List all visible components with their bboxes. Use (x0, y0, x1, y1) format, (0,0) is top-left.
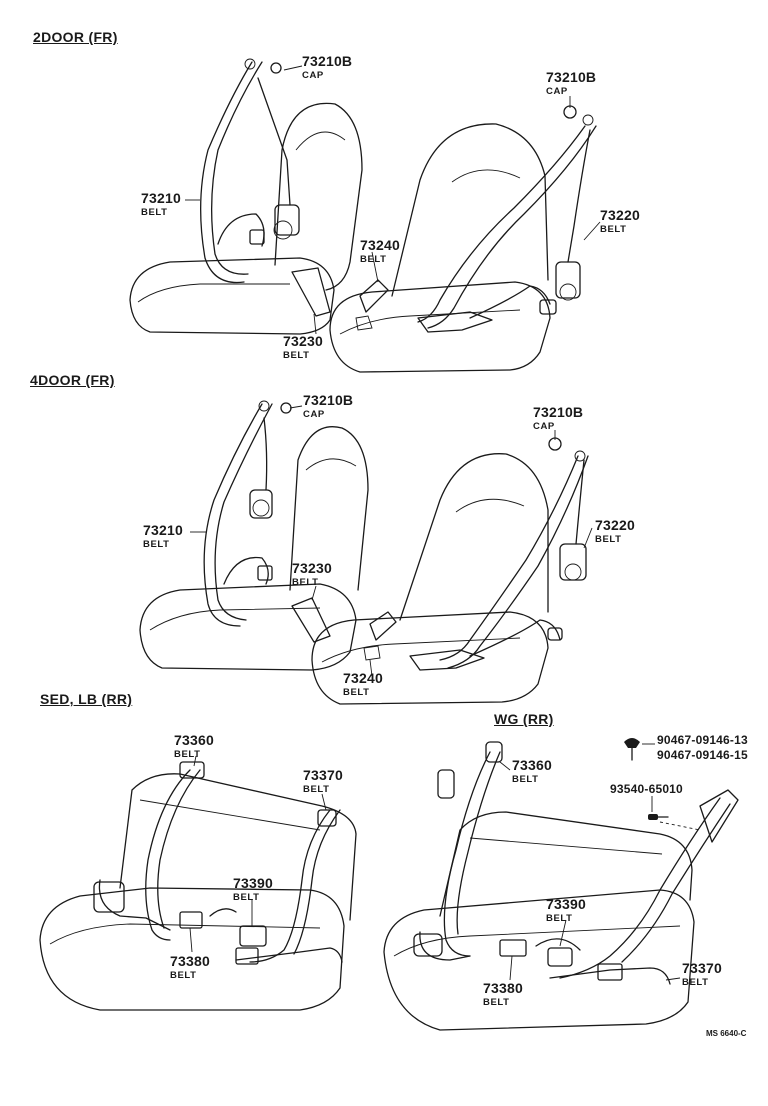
part-description: BELT (512, 774, 539, 785)
label-d4-belt-73230: 73230 BELT (292, 561, 332, 588)
sed-belts (93, 761, 343, 965)
label-wg-belt-73360: 73360 BELT (512, 758, 552, 785)
part-number: 73380 (483, 980, 523, 996)
section-title-wg: WG (RR) (494, 711, 554, 727)
bolt-icon (624, 738, 640, 761)
screw-icon (648, 814, 669, 820)
part-number: 73220 (600, 207, 640, 223)
part-description: BELT (143, 539, 170, 550)
label-wg-belt-73380: 73380 BELT (483, 981, 523, 1008)
label-sed-belt-73390: 73390 BELT (233, 876, 273, 903)
part-number: 73210B (546, 69, 597, 85)
label-sed-belt-73380: 73380 BELT (170, 954, 210, 981)
label-d4-belt-73210: 73210 BELT (143, 523, 183, 550)
part-number: 73360 (512, 757, 552, 773)
label-bolt-b: 90467-09146-15 (657, 748, 748, 762)
wg-rear-seat (383, 811, 695, 1031)
label-d2-cap-left: 73210B CAP (302, 54, 352, 81)
part-description: BELT (546, 913, 573, 924)
part-description: BELT (483, 997, 510, 1008)
part-number: 73240 (360, 237, 400, 253)
part-description: BELT (600, 224, 627, 235)
part-description: BELT (283, 350, 310, 361)
part-description: BELT (141, 207, 168, 218)
part-number: 73230 (283, 333, 323, 349)
part-description: CAP (546, 86, 568, 97)
label-d2-belt-73230: 73230 BELT (283, 334, 323, 361)
part-description: CAP (302, 70, 324, 81)
part-description: BELT (682, 977, 709, 988)
part-number: 73210 (141, 190, 181, 206)
part-description: BELT (303, 784, 330, 795)
part-description: BELT (292, 577, 319, 588)
part-number: 73380 (170, 953, 210, 969)
label-d2-belt-73210: 73210 BELT (141, 191, 181, 218)
label-wg-belt-73390: 73390 BELT (546, 897, 586, 924)
part-description: BELT (233, 892, 260, 903)
d2-right-belt (355, 105, 597, 333)
label-d2-cap-right: 73210B CAP (546, 70, 596, 97)
label-bolt-a: 90467-09146-13 (657, 733, 748, 747)
part-number: 73370 (303, 767, 343, 783)
part-number: 73210B (303, 392, 354, 408)
label-d4-belt-73240: 73240 BELT (343, 671, 383, 698)
part-description: BELT (595, 534, 622, 545)
part-description: BELT (170, 970, 197, 981)
label-d4-cap-left: 73210B CAP (303, 393, 353, 420)
part-description: BELT (174, 749, 201, 760)
wg-belts (413, 741, 739, 985)
d2-left-belt (200, 58, 331, 317)
d4-left-belt (203, 400, 331, 643)
section-title-sed-lb: SED, LB (RR) (40, 691, 133, 707)
part-number: 73390 (233, 875, 273, 891)
part-description: CAP (303, 409, 325, 420)
part-description: BELT (360, 254, 387, 265)
part-description: BELT (343, 687, 370, 698)
label-wg-belt-73370: 73370 BELT (682, 961, 722, 988)
part-number: 73370 (682, 960, 722, 976)
part-number: 73390 (546, 896, 586, 912)
leader-lines (185, 65, 681, 981)
part-number: 73360 (174, 732, 214, 748)
part-number: 73210B (533, 404, 584, 420)
d4-right-belt (363, 437, 589, 671)
part-number: 73210B (302, 53, 353, 69)
label-d2-belt-73220: 73220 BELT (600, 208, 640, 235)
part-number: 73210 (143, 522, 183, 538)
label-d2-belt-73240: 73240 BELT (360, 238, 400, 265)
figure-reference: MS 6640-C (706, 1029, 747, 1038)
sed-rear-seat (39, 773, 357, 1011)
part-number: 73220 (595, 517, 635, 533)
d2-right-seat (329, 123, 551, 373)
part-description: CAP (533, 421, 555, 432)
d2-left-seat (129, 102, 363, 335)
part-number: 73230 (292, 560, 332, 576)
label-screw: 93540-65010 (610, 782, 683, 796)
label-sed-belt-73360: 73360 BELT (174, 733, 214, 760)
label-sed-belt-73370: 73370 BELT (303, 768, 343, 795)
part-number: 73240 (343, 670, 383, 686)
label-d4-belt-73220: 73220 BELT (595, 518, 635, 545)
label-d4-cap-right: 73210B CAP (533, 405, 583, 432)
d4-right-seat (311, 453, 549, 705)
section-title-4door: 4DOOR (FR) (30, 372, 115, 388)
section-title-2door: 2DOOR (FR) (33, 29, 118, 45)
